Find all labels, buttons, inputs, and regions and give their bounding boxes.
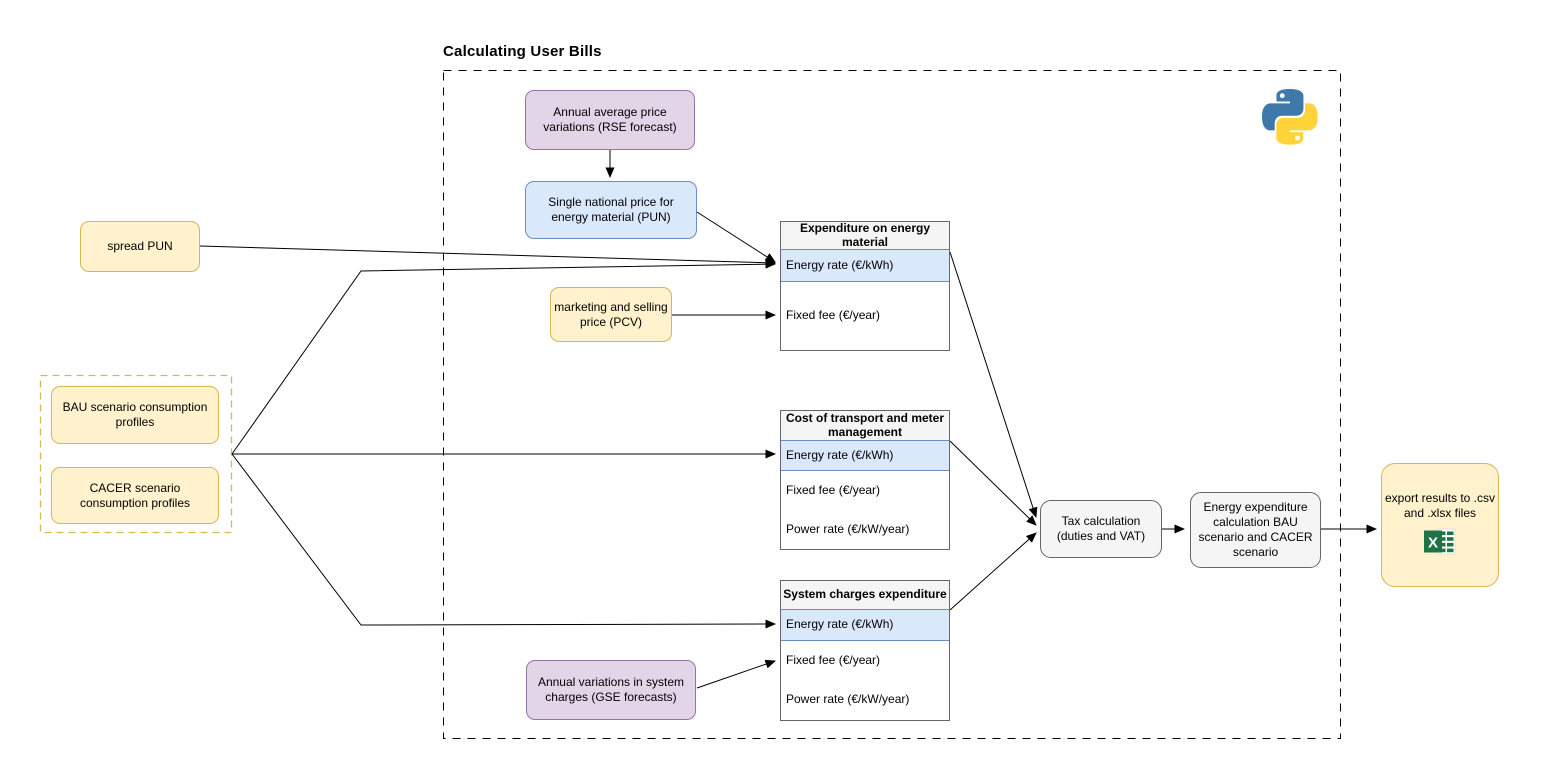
edge-table3-to-tax — [949, 532, 1037, 611]
node-export-results-label: export results to .csv and .xlsx files — [1384, 491, 1496, 520]
node-rse-forecast-label: Annual average price variations (RSE for… — [543, 105, 677, 134]
node-pcv: marketing and selling price (PCV) — [550, 287, 672, 342]
node-rse-forecast: Annual average price variations (RSE for… — [525, 90, 695, 150]
calc-boundary-dashed-box — [443, 70, 1341, 739]
table-transport-row-power-rate: Power rate (€/kW/year) — [786, 521, 910, 536]
node-export-results: export results to .csv and .xlsx files X — [1381, 463, 1499, 587]
node-spread-pun: spread PUN — [80, 221, 200, 272]
table-transport-row-energy-rate: Energy rate (€/kWh) — [781, 440, 949, 471]
table-transport: Cost of transport and meter management E… — [780, 410, 950, 550]
table-energy-material-title: Expenditure on energy material — [781, 221, 949, 249]
node-tax-calculation: Tax calculation (duties and VAT) — [1040, 500, 1162, 558]
table-system-charges-row-power-rate: Power rate (€/kW/year) — [786, 692, 910, 707]
node-gse-forecasts-label: Annual variations in system charges (GSE… — [537, 675, 685, 704]
table-system-charges-row-fixed-fee: Fixed fee (€/year) — [786, 652, 881, 667]
edge-table1-to-tax — [949, 251, 1038, 518]
consumption-profiles-group-box — [39, 374, 233, 534]
table-energy-material: Expenditure on energy material Energy ra… — [780, 221, 950, 351]
node-pun: Single national price for energy materia… — [525, 181, 697, 239]
edge-gse-to-fixedfee3 — [696, 659, 776, 689]
diagram-title: Calculating User Bills — [443, 43, 602, 60]
node-energy-expenditure-label: Energy expenditure calculation BAU scena… — [1198, 500, 1313, 559]
node-cacer-profiles: CACER scenario consumption profiles — [51, 467, 219, 524]
node-pcv-label: marketing and selling price (PCV) — [554, 299, 668, 329]
table-transport-title: Cost of transport and meter management — [781, 411, 949, 440]
node-spread-pun-label: spread PUN — [107, 239, 173, 253]
edge-profiles-to-energyrate3 — [231, 453, 776, 629]
svg-text:X: X — [1427, 535, 1437, 552]
table-energy-material-row-energy-rate: Energy rate (€/kWh) — [781, 249, 949, 282]
node-gse-forecasts: Annual variations in system charges (GSE… — [526, 660, 696, 720]
edge-spreadpun-to-energyrate1 — [199, 245, 776, 268]
node-tax-calculation-label: Tax calculation (duties and VAT) — [1056, 514, 1146, 543]
node-cacer-profiles-label: CACER scenario consumption profiles — [79, 480, 191, 510]
python-icon — [1262, 88, 1318, 146]
node-energy-expenditure: Energy expenditure calculation BAU scena… — [1190, 492, 1321, 568]
node-bau-profiles-label: BAU scenario consumption profiles — [62, 400, 208, 429]
edge-pun-to-energyrate1 — [696, 211, 776, 263]
edge-profiles-to-energyrate1 — [231, 259, 776, 455]
table-transport-row-fixed-fee: Fixed fee (€/year) — [786, 482, 881, 497]
node-bau-profiles: BAU scenario consumption profiles — [51, 386, 219, 444]
edge-table2-to-tax — [949, 440, 1037, 526]
table-system-charges-row-energy-rate: Energy rate (€/kWh) — [781, 609, 949, 641]
table-system-charges-title: System charges expenditure — [781, 581, 949, 609]
node-pun-label: Single national price for energy materia… — [548, 195, 674, 224]
excel-icon: X — [1423, 528, 1457, 559]
table-energy-material-row-fixed-fee: Fixed fee (€/year) — [786, 308, 881, 323]
table-system-charges: System charges expenditure Energy rate (… — [780, 580, 950, 721]
